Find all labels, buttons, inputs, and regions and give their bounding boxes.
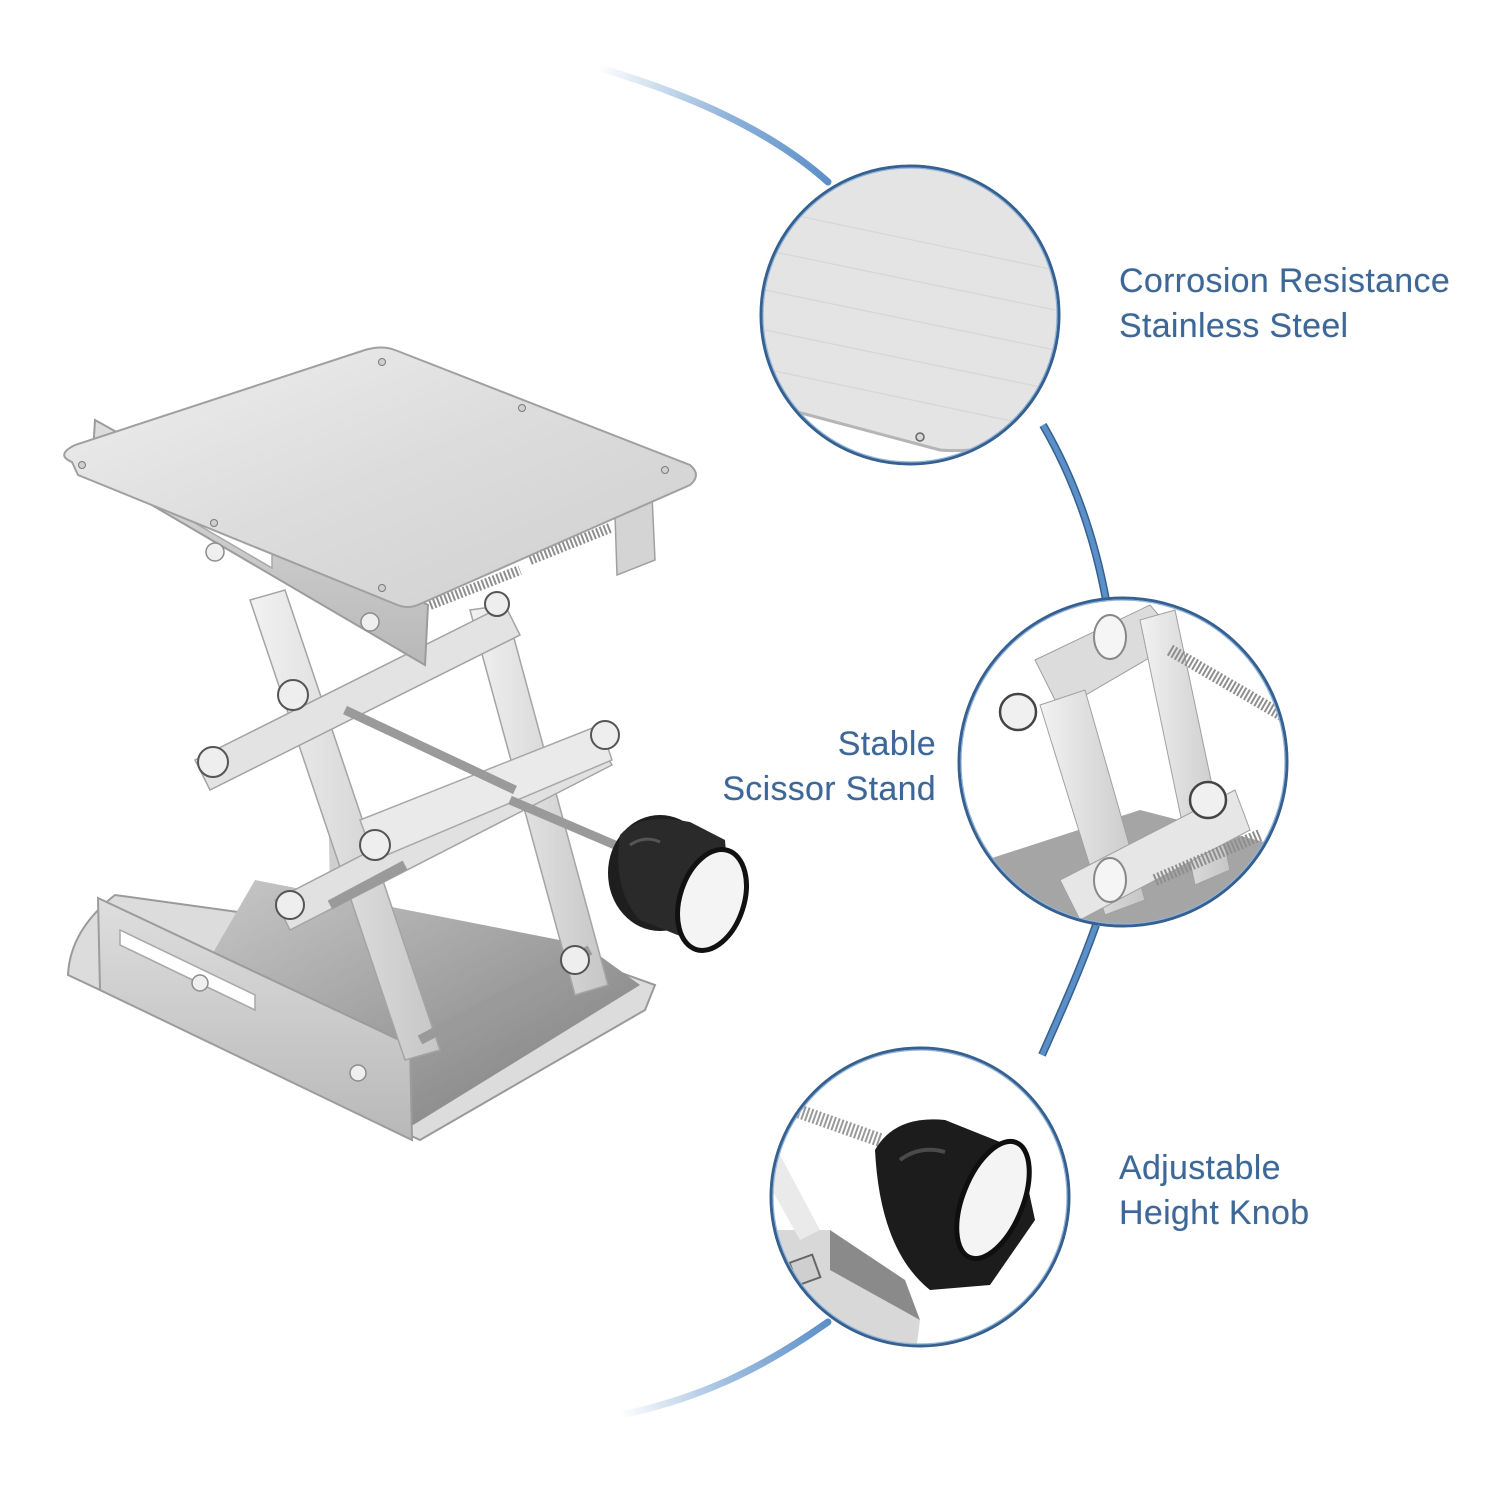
feature-title: Stable	[837, 725, 936, 763]
scissor-joint-icon	[957, 596, 1289, 928]
connector-arc	[596, 64, 1110, 1419]
feature-label-scissor: Stable Scissor Stand	[700, 722, 936, 812]
feature-subtitle: Stainless Steel	[1119, 307, 1349, 345]
black-knob-icon	[769, 1046, 1071, 1348]
brushed-steel-plate-icon	[759, 164, 1061, 466]
feature-label-corrosion: Corrosion Resistance Stainless Steel	[1119, 259, 1450, 349]
feature-title: Adjustable	[1119, 1149, 1281, 1187]
feature-title: Corrosion Resistance	[1119, 262, 1451, 300]
lab-scissor-lift-icon	[63, 346, 749, 1142]
feature-subtitle: Scissor Stand	[722, 770, 936, 808]
feature-label-knob: Adjustable Height Knob	[1119, 1146, 1309, 1236]
feature-subtitle: Height Knob	[1119, 1194, 1310, 1232]
height-adjust-knob	[608, 815, 749, 953]
